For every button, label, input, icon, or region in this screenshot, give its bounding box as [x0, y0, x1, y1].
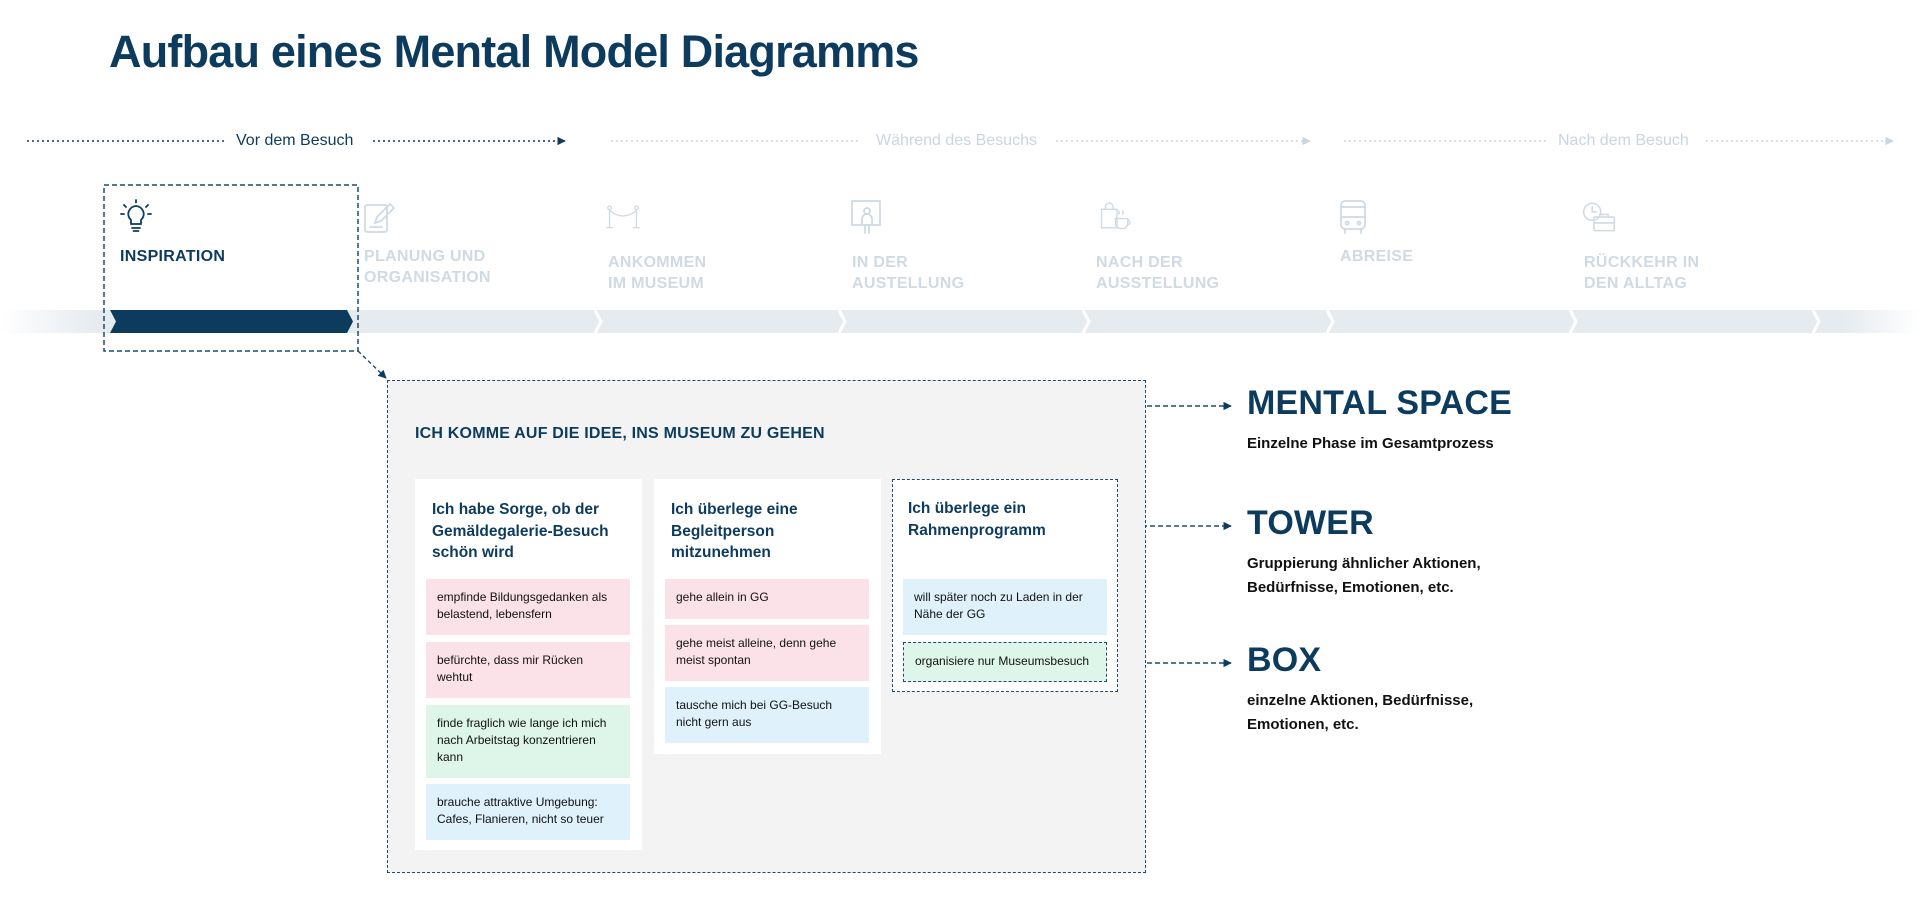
tower: Ich habe Sorge, ob der Gemäldegalerie-Be…: [415, 479, 642, 850]
tower-highlighted: Ich überlege ein Rahmenprogramm will spä…: [892, 479, 1118, 692]
box-need: befürchte, dass mir Rücken wehtut: [426, 642, 630, 698]
box-action: brauche attraktive Umgebung: Cafes, Flan…: [426, 784, 630, 840]
box-action: tausche mich bei GG-Besuch nicht gern au…: [665, 687, 869, 743]
phase-inspiration[interactable]: INSPIRATION: [120, 248, 226, 265]
track-chevron-separators: [593, 309, 1821, 334]
period-label-after: Nach dem Besuch: [1558, 132, 1689, 149]
box-emotion: finde fraglich wie lange ich mich nach A…: [426, 705, 630, 778]
legend-tower-heading: TOWER: [1247, 504, 1374, 542]
legend-tower-description: Gruppierung ähnlicher Aktionen, Bedürfni…: [1247, 555, 1481, 596]
legend-mental-space-heading: MENTAL SPACE: [1247, 384, 1512, 422]
mental-space-title: ICH KOMME AUF DIE IDEE, INS MUSEUM ZU GE…: [415, 425, 825, 442]
zoom-connector: [357, 350, 387, 379]
box-need: empfinde Bildungsgedanken als belastend,…: [426, 579, 630, 635]
page-title: Aufbau eines Mental Model Diagramms: [109, 26, 919, 77]
period-label-during: Während des Besuchs: [876, 132, 1037, 149]
active-phase-frame: [103, 184, 359, 352]
box-need: gehe allein in GG: [665, 579, 869, 619]
exhibit-frame-icon: [851, 200, 881, 234]
box-emotion-highlighted: organisiere nur Museumsbesuch: [903, 642, 1107, 682]
period-label-before: Vor dem Besuch: [236, 132, 354, 149]
legend-mental-space-description: Einzelne Phase im Gesamtprozess: [1247, 435, 1494, 452]
tower-title: Ich überlege eine Begleitperson mitzuneh…: [671, 501, 798, 561]
tower-title: Ich überlege ein Rahmenprogramm: [908, 500, 1046, 539]
box-action: will später noch zu Laden in der Nähe de…: [903, 579, 1107, 635]
shopping-bag-coffee-icon: [1100, 202, 1131, 230]
phase-exhibition[interactable]: IN DER AUSTELLUNG: [852, 254, 965, 292]
phase-arrival[interactable]: ANKOMMEN IM MUSEUM: [608, 254, 707, 292]
lightbulb-icon: [120, 199, 152, 232]
active-phase-chevron: [110, 310, 353, 333]
tower-title: Ich habe Sorge, ob der Gemäldegalerie-Be…: [432, 501, 609, 561]
process-track: [0, 310, 1920, 333]
tower: Ich überlege eine Begleitperson mitzuneh…: [654, 479, 881, 754]
rope-barrier-icon: [606, 205, 640, 229]
clock-briefcase-icon: [1582, 202, 1616, 232]
phase-after-exhibition[interactable]: NACH DER AUSSTELLUNG: [1096, 254, 1220, 292]
phase-departure[interactable]: ABREISE: [1340, 248, 1414, 265]
legend-box-heading: BOX: [1247, 641, 1322, 679]
edit-note-icon: [364, 202, 396, 233]
bus-icon: [1340, 200, 1366, 234]
legend-box-description: einzelne Aktionen, Bedürfnisse, Emotione…: [1247, 692, 1474, 733]
box-need: gehe meist alleine, denn gehe meist spon…: [665, 625, 869, 681]
phase-planning[interactable]: PLANUNG UND ORGANISATION: [364, 248, 491, 286]
phase-return[interactable]: RÜCKKEHR IN DEN ALLTAG: [1584, 254, 1700, 292]
